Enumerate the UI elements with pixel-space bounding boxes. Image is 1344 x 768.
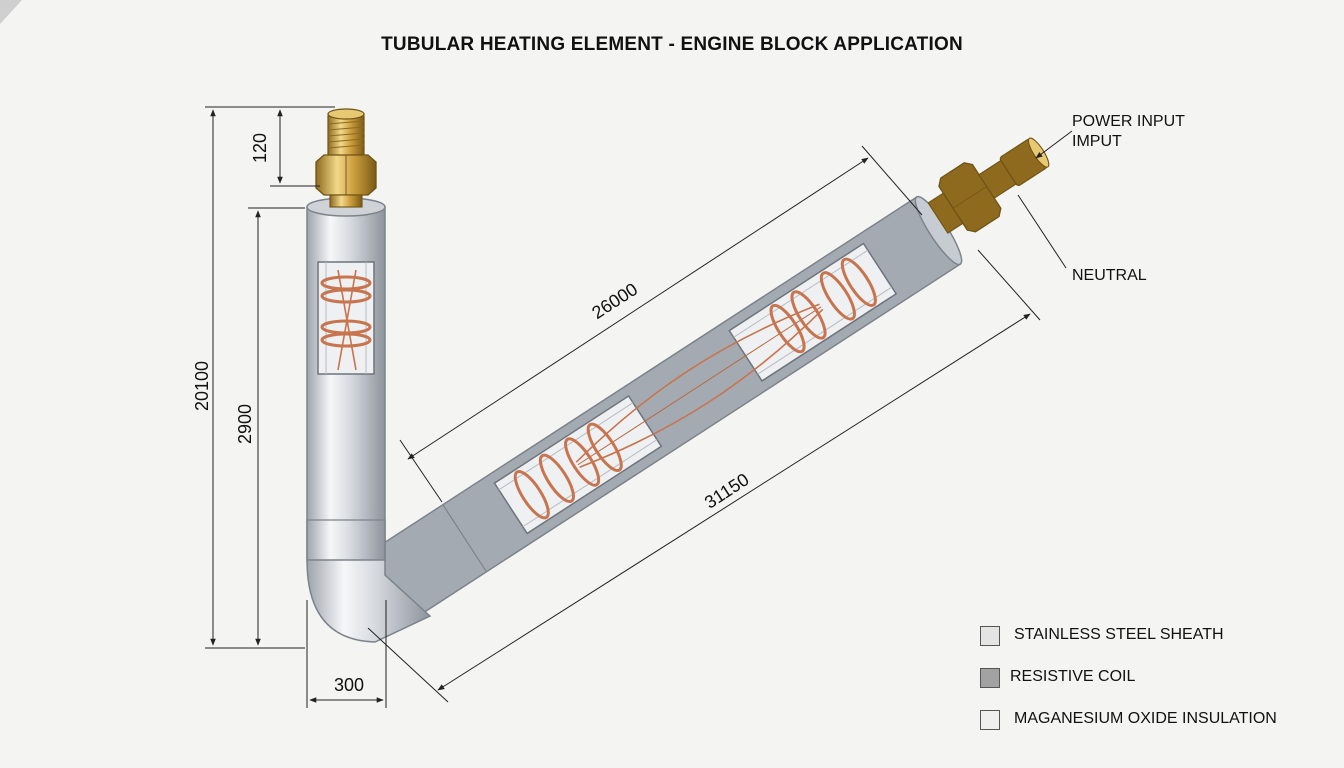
top-fitting (315, 108, 377, 208)
legend-label-coil: RESISTIVE COIL (1010, 668, 1136, 685)
vertical-leg (306, 197, 386, 561)
dim-inclined-leg: 26000 (588, 279, 641, 323)
neutral-label: NEUTRAL (1072, 267, 1147, 284)
dimension-lines (205, 106, 1073, 708)
resistive-coil-vertical (320, 275, 372, 348)
dim-fitting-height: 120 (250, 133, 270, 163)
legend-swatch-insulation (980, 710, 1000, 730)
dim-horizontal-offset: 300 (334, 675, 364, 695)
legend-label-insulation: MAGANESIUM OXIDE INSULATION (1014, 710, 1277, 727)
inclined-leg (362, 195, 963, 625)
legend-swatch-coil (980, 668, 1000, 688)
power-input-label: POWER INPUT (1072, 113, 1185, 130)
neutral-callout: NEUTRAL (1072, 266, 1147, 286)
element-body (306, 108, 1050, 643)
dim-vertical-leg: 2900 (235, 404, 255, 444)
corner-accent (0, 0, 22, 24)
legend-label-sheath: STAINLESS STEEL SHEATH (1014, 626, 1224, 643)
legend-swatch-sheath (980, 626, 1000, 646)
diagram-title: TUBULAR HEATING ELEMENT - ENGINE BLOCK A… (381, 34, 963, 55)
power-input-extra-label: IMPUT (1072, 133, 1122, 150)
end-fitting (927, 137, 1050, 234)
power-input-callout: POWER INPUT IMPUT (1072, 112, 1185, 152)
dim-overall-height: 20100 (192, 361, 212, 411)
